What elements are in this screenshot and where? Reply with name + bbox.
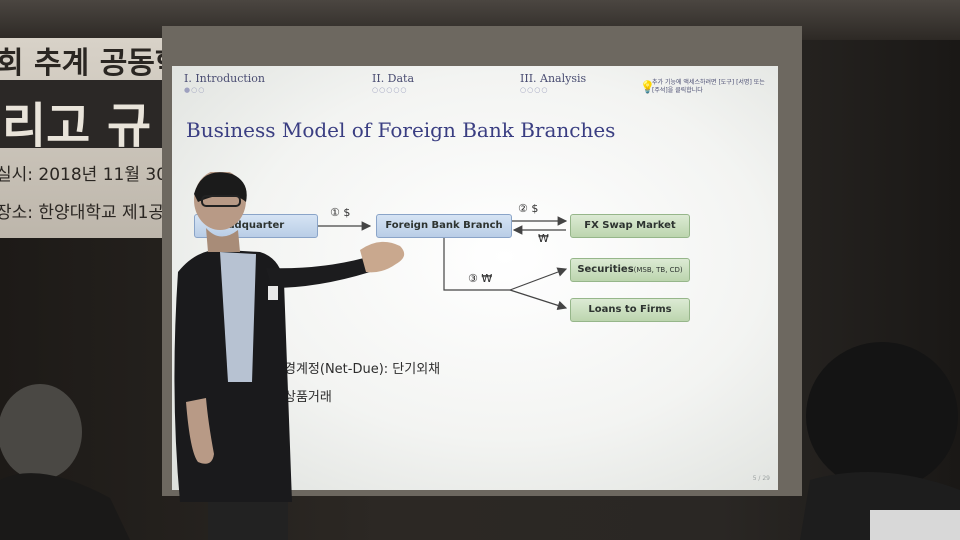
flow-diagram bbox=[318, 216, 568, 310]
securities-note: (MSB, TB, CD) bbox=[633, 266, 683, 274]
arrow-label-2: ② $ bbox=[518, 202, 539, 215]
reader-notice-text: 추가 기능에 액세스하려면 [도구] [서명] 또는 [주석]을 클릭합니다 bbox=[652, 79, 765, 94]
page-number: 5 / 29 bbox=[752, 475, 770, 482]
banner-line-1: 회 추계 공동학 bbox=[0, 46, 183, 81]
nav-analysis-dots: ○○○○ bbox=[520, 86, 549, 94]
fx-swap-market-box: FX Swap Market bbox=[570, 214, 690, 238]
banner-line-3: 실시: 2018년 11월 30일 bbox=[0, 165, 183, 185]
nav-data: II. Data bbox=[372, 72, 415, 85]
arrow-to-securities bbox=[509, 267, 568, 291]
securities-box: Securities(MSB, TB, CD) bbox=[570, 258, 690, 282]
nav-introduction: I. Introduction bbox=[184, 72, 266, 85]
event-banner: 회 추계 공동학 리고 규 실시: 2018년 11월 30일 장소: 한양대학… bbox=[0, 38, 190, 238]
slide-nav: I. Introduction ●○○ II. Data ○○○○○ III. … bbox=[172, 66, 778, 96]
nav-data-dots: ○○○○○ bbox=[372, 86, 408, 94]
presenter-figure bbox=[174, 172, 405, 540]
banner-line-2: 리고 규 bbox=[2, 98, 152, 154]
arrow-branch-down bbox=[443, 236, 510, 291]
arrow-label-1: ① $ bbox=[330, 206, 351, 219]
body-line-2: 상품거래 bbox=[284, 390, 332, 405]
arrow-to-loans bbox=[509, 289, 568, 310]
foreign-bank-branch-box: Foreign Bank Branch bbox=[376, 214, 512, 238]
audience-head-right bbox=[800, 342, 960, 540]
won-return-label: ₩ bbox=[538, 232, 549, 245]
lightbulb-icon: 💡 bbox=[640, 80, 655, 94]
audience-head-left bbox=[0, 384, 130, 540]
body-line-1: 경계정(Net-Due): 단기외채 bbox=[284, 362, 441, 377]
arrow-label-3: ③ ₩ bbox=[468, 272, 493, 285]
slide-title: Business Model of Foreign Bank Branches bbox=[186, 118, 616, 142]
loans-to-firms-box: Loans to Firms bbox=[570, 298, 690, 322]
banner-band: 리고 규 bbox=[0, 80, 190, 154]
nav-analysis: III. Analysis bbox=[520, 72, 587, 85]
nav-introduction-dots: ●○○ bbox=[184, 86, 206, 94]
reader-notice: 추가 기능에 액세스하려면 [도구] [서명] 또는 [주석]을 클릭합니다 bbox=[634, 79, 770, 95]
banner-line-4: 장소: 한양대학교 제1공학 bbox=[0, 203, 180, 223]
securities-label: Securities bbox=[577, 264, 634, 275]
